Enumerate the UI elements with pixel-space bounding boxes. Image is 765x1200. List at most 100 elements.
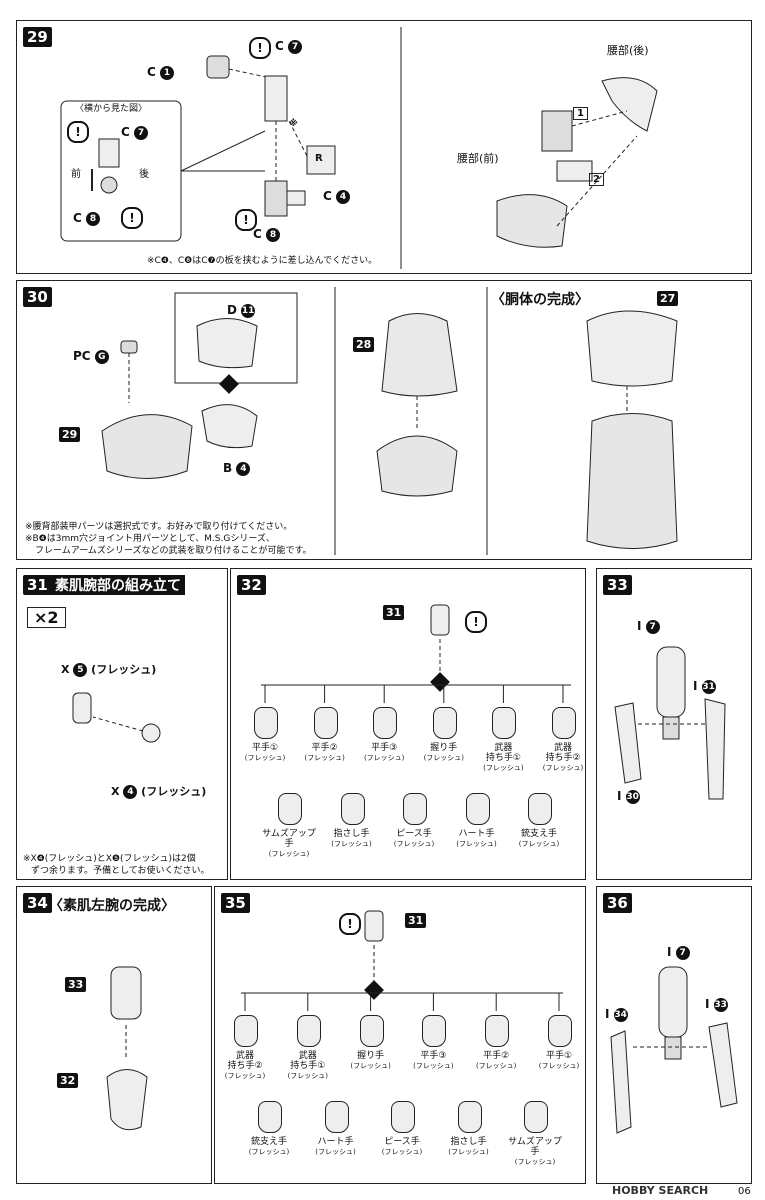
step-number: 35 [221,893,250,913]
hand-color: (フレッシュ) [483,764,524,772]
hand-name: 平手② [311,743,338,753]
caution-icon: ! [249,37,271,59]
hand-color: (フレッシュ) [456,840,497,848]
hand-option-label: 武器 持ち手①(フレッシュ) [280,1051,336,1081]
label-i30: I 30 [617,789,640,804]
label-i34: I 34 [605,1007,628,1022]
hand-name: 銃支え手 [520,829,557,839]
ref-step-28: 28 [353,337,375,352]
hand-part-icon [548,1015,572,1047]
hand-part-icon [359,1015,384,1047]
ref-step-31: 31 [383,605,405,620]
left-arm-complete-title: 〈素肌左腕の完成〉 [49,898,175,914]
label-x5: X 5 (フレッシュ) [61,663,157,677]
caution-icon: ! [235,209,257,231]
hand-name: 指さし手 [333,829,370,839]
hand-option-label: 武器 持ち手②(フレッシュ) [217,1051,273,1081]
hand-option-label: 平手②(フレッシュ) [297,743,353,763]
hand-color: (フレッシュ) [518,840,560,848]
ref-step-33: 33 [65,977,87,992]
hand-name: ハート手 [458,829,495,839]
hand-part-icon [492,707,517,739]
hand-color: (フレッシュ) [304,754,345,762]
step-number: 36 [603,893,632,913]
hand-color: (フレッシュ) [244,754,286,762]
step-35-panel: 35 ! 31 武器 持ち手②(フレッシュ)武器 持ち手①(フレッシュ)握り手(… [214,886,586,1184]
hand-option-label: 指さし手(フレッシュ) [441,1137,497,1157]
hand-part-icon [432,707,457,739]
hand-option-label: 平手②(フレッシュ) [468,1051,524,1071]
step-number: 32 [237,575,266,595]
hand-part-icon [457,1101,482,1133]
step-30-diagram [101,287,678,555]
hand-name: 指さし手 [450,1137,487,1147]
hand-part-icon [234,1015,258,1047]
hand-part-icon [324,1101,349,1133]
hand-name: サムズアップ手 [262,829,316,849]
hand-option-label: サムズアップ手(フレッシュ) [261,829,317,859]
hand-option-label: ハート手(フレッシュ) [308,1137,364,1157]
hand-option-label: 平手③(フレッシュ) [405,1051,461,1071]
step-33-diagram [614,646,726,800]
hand-name: 武器 持ち手① [290,1051,326,1071]
step-34-diagram [106,966,148,1131]
hand-part-icon [403,793,427,825]
hand-part-icon [524,1101,548,1133]
front-label: 前 [71,169,81,180]
hand-color: (フレッシュ) [538,1062,580,1070]
waist-back-label: 腰部(後) [607,44,649,57]
step-29-panel: 29 C 1 ! C 7 ※ C 4 R ! C 8 〈横から見た [16,20,752,274]
label-b4: B 4 [223,461,251,476]
label-c7: C 7 [275,39,302,54]
step-30-note-1: ※腰背部装甲パーツは選択式です。お好みで取り付けてください。 [25,522,293,532]
hand-part-icon [296,1015,321,1047]
step-30-panel: 30 PC G D 11 29 B 4 28 〈胴体の完成〉 27 ※腰背部装甲… [16,280,752,560]
hand-part-icon [422,1015,447,1047]
hand-name: ピース手 [384,1137,420,1147]
hand-name: 平手① [251,743,279,753]
label-i7: I 7 [667,945,690,960]
sequence-1: 1 [573,107,588,120]
hand-part-icon [552,707,576,739]
hand-name: 武器 持ち手② [227,1051,263,1071]
hand-option-label: 平手③(フレッシュ) [356,743,412,763]
hand-color: (フレッシュ) [514,1158,556,1166]
label-i33: I 33 [705,997,728,1012]
hand-color: (フレッシュ) [248,1148,290,1156]
hand-part-icon [254,707,278,739]
sequence-2: 2 [589,173,604,186]
hand-name: ハート手 [317,1137,354,1147]
hand-color: (フレッシュ) [393,840,435,848]
step-31-note-1: ※X❹(フレッシュ)とX❺(フレッシュ)は2個 [23,854,196,864]
hand-option-label: ハート手(フレッシュ) [449,829,505,849]
back-label: 後 [139,169,149,180]
hand-color: (フレッシュ) [542,764,584,772]
hand-part-icon [340,793,365,825]
step-30-note-3: フレームアームズシリーズなどの武装を取り付けることが可能です。 [35,546,312,556]
hand-part-icon [391,1101,415,1133]
hand-option-label: 握り手(フレッシュ) [343,1051,399,1071]
hand-option-label: サムズアップ手(フレッシュ) [507,1137,563,1167]
step-35-diagram [241,910,563,1011]
hand-option-label: ピース手(フレッシュ) [386,829,442,849]
hand-part-icon [313,707,338,739]
caution-icon: ! [465,611,487,633]
hand-color: (フレッシュ) [224,1072,266,1080]
hand-name: 武器 持ち手② [545,743,581,763]
step-33-panel: 33 I 7 I 31 I 30 [596,568,752,880]
step-number: 30 [23,287,52,307]
side-label-c7: C 7 [121,125,148,140]
ref-step-32: 32 [57,1073,79,1088]
ref-step-27: 27 [657,291,679,306]
step-29-note: ※C❹、C❽はC❼の板を挟むように差し込んでください。 [147,256,378,266]
hand-name: 平手③ [371,743,398,753]
step-32-diagram [261,604,571,703]
label-c8: C 8 [253,227,280,242]
step-31-panel: 31 素肌腕部の組み立て ×2 X 5 (フレッシュ) X 4 (フレッシュ) … [16,568,228,880]
step-29-diagram [60,27,658,269]
hand-name: 平手② [483,1051,510,1061]
hand-name: 武器 持ち手① [485,743,521,763]
hand-part-icon [258,1101,282,1133]
arm-assembly-title: 素肌腕部の組み立て [51,575,185,595]
label-mark: ※ [289,119,298,129]
